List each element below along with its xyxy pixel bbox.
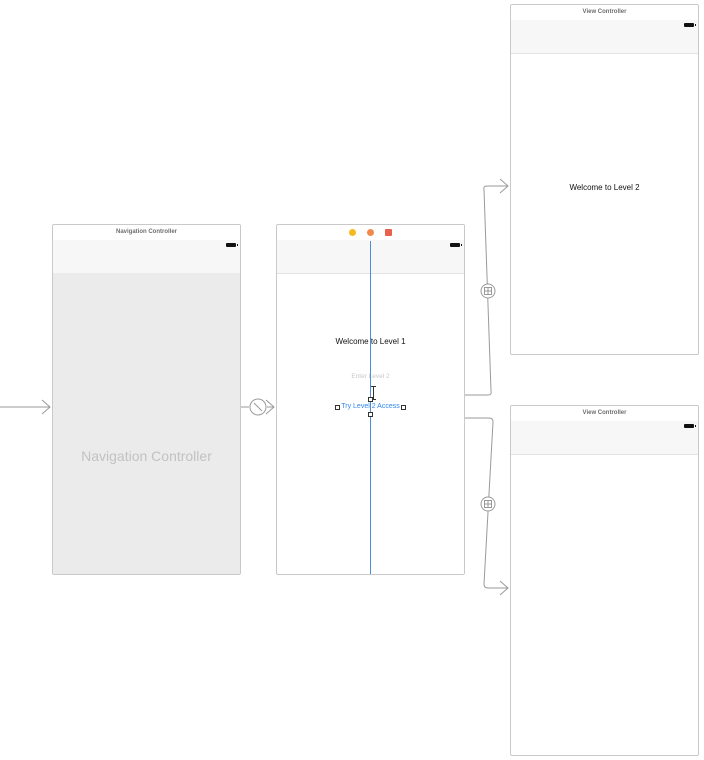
scene-title[interactable]: Navigation Controller xyxy=(53,225,240,241)
empty-view-controller-scene[interactable]: View Controller xyxy=(510,405,699,756)
exit-icon[interactable] xyxy=(385,229,392,236)
scene-title[interactable]: View Controller xyxy=(511,5,698,21)
navigation-controller-content: Navigation Controller xyxy=(53,273,240,574)
navigation-bar[interactable] xyxy=(511,20,698,54)
navigation-bar[interactable] xyxy=(53,240,240,274)
resize-handle-right[interactable] xyxy=(401,405,406,410)
show-segue-icon[interactable] xyxy=(480,496,496,512)
battery-icon xyxy=(684,23,696,27)
level1-view-controller-scene[interactable]: Welcome to Level 1 Enter Level 2 Try Lev… xyxy=(276,224,465,575)
relationship-icon[interactable] xyxy=(249,398,267,416)
navigation-bar[interactable] xyxy=(511,421,698,455)
root-relationship-segue[interactable] xyxy=(241,399,275,415)
welcome-level2-label[interactable]: Welcome to Level 2 xyxy=(569,183,640,192)
battery-icon xyxy=(450,243,462,247)
navigation-controller-placeholder-label: Navigation Controller xyxy=(81,448,212,464)
battery-icon xyxy=(226,243,238,247)
show-segue-empty-vc[interactable] xyxy=(465,417,509,596)
resize-handle-left[interactable] xyxy=(335,405,340,410)
navigation-controller-scene[interactable]: Navigation Controller Navigation Control… xyxy=(52,224,241,575)
entry-point-arrow[interactable] xyxy=(0,399,51,415)
scene-title[interactable]: View Controller xyxy=(511,406,698,422)
alignment-guide-line xyxy=(370,241,371,574)
level2-view-controller-scene[interactable]: View Controller Welcome to Level 2 xyxy=(510,4,699,355)
first-responder-icon[interactable] xyxy=(367,229,374,236)
text-cursor-icon xyxy=(371,386,378,400)
battery-icon xyxy=(684,424,696,428)
scene-dock xyxy=(277,225,464,241)
show-segue-level2[interactable] xyxy=(465,178,509,396)
view-controller-icon[interactable] xyxy=(349,229,356,236)
resize-handle-bottom[interactable] xyxy=(368,412,373,417)
show-segue-icon[interactable] xyxy=(480,283,496,299)
resize-handle-top[interactable] xyxy=(368,397,373,402)
